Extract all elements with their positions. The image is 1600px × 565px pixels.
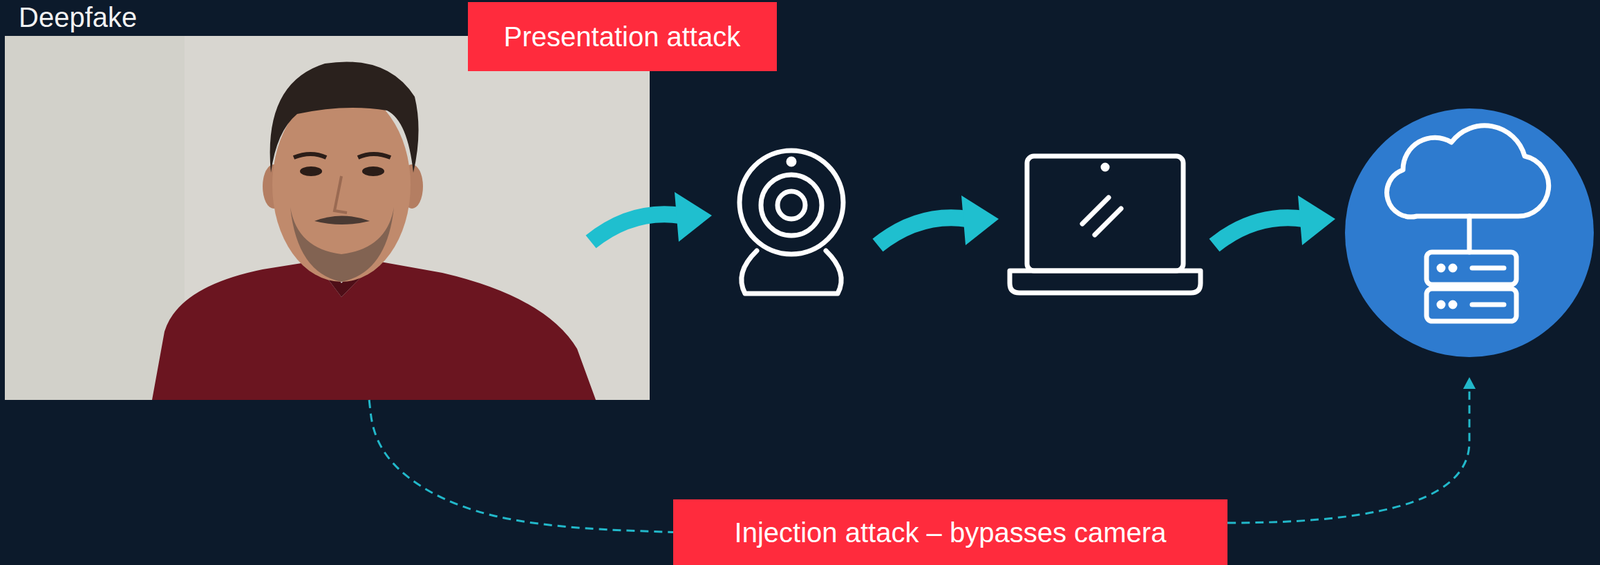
arrow-head bbox=[1297, 195, 1336, 246]
arrow-head bbox=[1463, 377, 1476, 390]
arrow-head bbox=[961, 195, 999, 246]
shirt bbox=[152, 261, 596, 401]
flow-arrow bbox=[590, 192, 712, 242]
moustache bbox=[314, 216, 370, 226]
laptop-screen bbox=[1027, 156, 1184, 271]
server-led bbox=[1438, 266, 1444, 271]
webcam-outer bbox=[739, 150, 844, 255]
node-text: Injection attack – bypasses camera bbox=[734, 516, 1167, 549]
deepfake-photo bbox=[4, 35, 650, 401]
node-text: Presentation attack bbox=[503, 20, 741, 53]
wall bbox=[4, 35, 650, 401]
webcam-dot bbox=[788, 158, 795, 165]
flow-arrow bbox=[1214, 195, 1336, 246]
webcam-lens bbox=[760, 174, 822, 236]
cloud-server-icon bbox=[1344, 108, 1594, 358]
dashed-connector bbox=[369, 400, 674, 533]
webcam-lens-inner bbox=[777, 191, 806, 220]
server-led bbox=[1438, 302, 1444, 307]
laptop-icon bbox=[1009, 156, 1201, 294]
brow bbox=[358, 154, 391, 158]
server-unit bbox=[1426, 288, 1517, 322]
server-led bbox=[1450, 302, 1455, 307]
server-slot bbox=[1472, 266, 1504, 271]
arrow-shaft bbox=[590, 214, 681, 242]
flow-arrow bbox=[877, 195, 999, 246]
arrow-shaft bbox=[1214, 217, 1305, 246]
attack-label-box: Presentation attack bbox=[467, 2, 777, 72]
server-circle bbox=[1344, 108, 1594, 358]
arrow-shaft bbox=[877, 217, 968, 246]
hair bbox=[270, 61, 419, 173]
attack-label-box: Injection attack – bypasses camera bbox=[673, 499, 1228, 565]
server-led bbox=[1450, 266, 1455, 271]
arrow-head bbox=[674, 192, 712, 242]
laptop-camera bbox=[1103, 165, 1108, 170]
flow-arrows bbox=[590, 192, 1336, 246]
cloud bbox=[1387, 125, 1549, 218]
dashed-line bbox=[1227, 387, 1470, 524]
server-unit bbox=[1426, 252, 1517, 285]
eye bbox=[299, 166, 323, 177]
nose bbox=[334, 176, 347, 213]
brow bbox=[293, 154, 327, 158]
beard bbox=[290, 207, 394, 282]
screen-glare bbox=[1082, 197, 1109, 224]
server-slot bbox=[1472, 302, 1504, 308]
node-text: Deepfake bbox=[18, 1, 137, 34]
cloud-stem bbox=[1467, 216, 1473, 253]
eye bbox=[362, 166, 385, 177]
wall-shade bbox=[4, 35, 185, 401]
webcam-icon bbox=[739, 150, 844, 294]
screen-glare bbox=[1094, 208, 1122, 235]
injection-path bbox=[1227, 377, 1476, 524]
webcam-stand bbox=[741, 250, 842, 294]
laptop-base bbox=[1009, 270, 1201, 294]
